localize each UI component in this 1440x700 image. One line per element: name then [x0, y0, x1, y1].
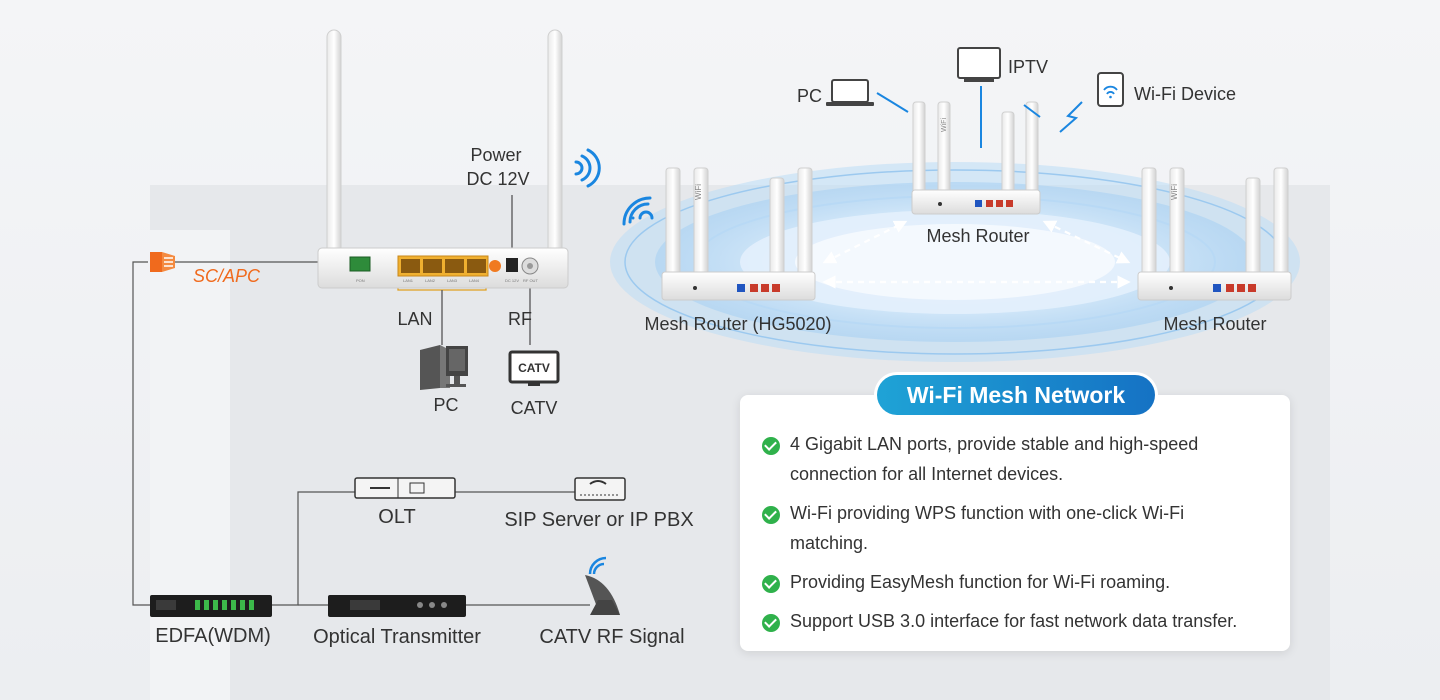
check-icon — [762, 506, 780, 524]
house-backdrop-edge — [150, 230, 230, 700]
lan-label: LAN — [397, 309, 433, 329]
sc-apc-label: SC/APC — [193, 266, 261, 286]
panel-title: Wi-Fi Mesh Network — [877, 375, 1155, 415]
port-label-rf: RF OUT — [523, 278, 538, 283]
feature-line: Providing EasyMesh function for Wi-Fi ro… — [790, 572, 1171, 592]
check-icon — [762, 614, 780, 632]
catv-tv-icon: CATV — [508, 350, 560, 386]
optical-transmitter-label: Optical Transmitter — [313, 626, 481, 648]
mesh-router-left-label: Mesh Router (HG5020) — [644, 314, 832, 334]
catv-rf-signal-label: CATV RF Signal — [539, 626, 685, 648]
port-label-lan3: LAN3 — [447, 278, 458, 283]
mesh-link-arrows — [822, 220, 1131, 289]
port-label-lan4: LAN4 — [469, 278, 480, 283]
port-label-lan1: LAN1 — [403, 278, 414, 283]
mesh-router-right-label: Mesh Router — [1163, 314, 1267, 334]
pc-link — [876, 92, 909, 113]
fiber-connector-icon — [150, 252, 175, 272]
sip-server-device — [574, 477, 626, 501]
pc-label: PC — [433, 395, 459, 415]
client-pc-label: PC — [797, 86, 823, 106]
feature-item: Providing EasyMesh function for Wi-Fi ro… — [762, 571, 1272, 597]
rf-label: RF — [508, 309, 532, 329]
check-icon — [762, 575, 780, 593]
catv-label: CATV — [510, 398, 558, 418]
ont-router: PON LAN1 LAN2 LAN3 LAN4 DC 12V RF OUT — [317, 29, 569, 289]
tower-pc-icon — [420, 345, 468, 390]
port-label-lan2: LAN2 — [425, 278, 436, 283]
feature-line: Support USB 3.0 interface for fast netwo… — [790, 611, 1238, 631]
feature-panel — [740, 395, 1290, 651]
sip-label: SIP Server or IP PBX — [504, 509, 694, 531]
olt-label: OLT — [378, 506, 416, 528]
satellite-dish-icon — [585, 556, 620, 615]
port-label-dc: DC 12V — [505, 278, 519, 283]
mesh-router-left: WiFi — [661, 167, 816, 301]
feature-item: Wi-Fi providing WPS function with one-cl… — [762, 502, 1272, 558]
laptop-icon — [826, 79, 874, 106]
client-iptv-label: IPTV — [1008, 57, 1049, 77]
port-label-pon: PON — [356, 278, 365, 283]
feature-line: 4 Gigabit LAN ports, provide stable and … — [790, 434, 1199, 454]
edfa-device — [150, 595, 272, 617]
lightning-icon — [1059, 101, 1083, 133]
power-dc-label: DC 12V — [466, 169, 530, 189]
router-badge: WiFi — [941, 118, 948, 132]
wifi-device-link — [1023, 104, 1041, 118]
fiber-lines — [132, 261, 590, 606]
feature-line: Wi-Fi providing WPS function with one-cl… — [790, 503, 1185, 523]
client-wifi-device-label: Wi-Fi Device — [1134, 84, 1236, 104]
mesh-router-right: WiFi — [1137, 167, 1292, 301]
wifi-waves-icon — [622, 196, 654, 226]
router-badge: WiFi — [694, 184, 703, 200]
catv-box-label: CATV — [518, 361, 550, 375]
power-label: Power — [470, 145, 522, 165]
mesh-router-center-label: Mesh Router — [926, 226, 1030, 246]
wifi-waves-icon — [574, 148, 601, 188]
feature-item: 4 Gigabit LAN ports, provide stable and … — [762, 433, 1272, 489]
monitor-icon — [957, 47, 1001, 82]
mesh-router-center: WiFi — [911, 101, 1041, 215]
olt-device — [354, 477, 456, 499]
feature-item: Support USB 3.0 interface for fast netwo… — [762, 610, 1272, 636]
tablet-wifi-icon — [1097, 72, 1124, 107]
feature-line: connection for all Internet devices. — [790, 464, 1064, 484]
optical-transmitter-device — [328, 595, 466, 617]
feature-line: matching. — [790, 533, 869, 553]
check-icon — [762, 437, 780, 455]
router-badge: WiFi — [1170, 184, 1179, 200]
edfa-label: EDFA(WDM) — [155, 625, 271, 647]
